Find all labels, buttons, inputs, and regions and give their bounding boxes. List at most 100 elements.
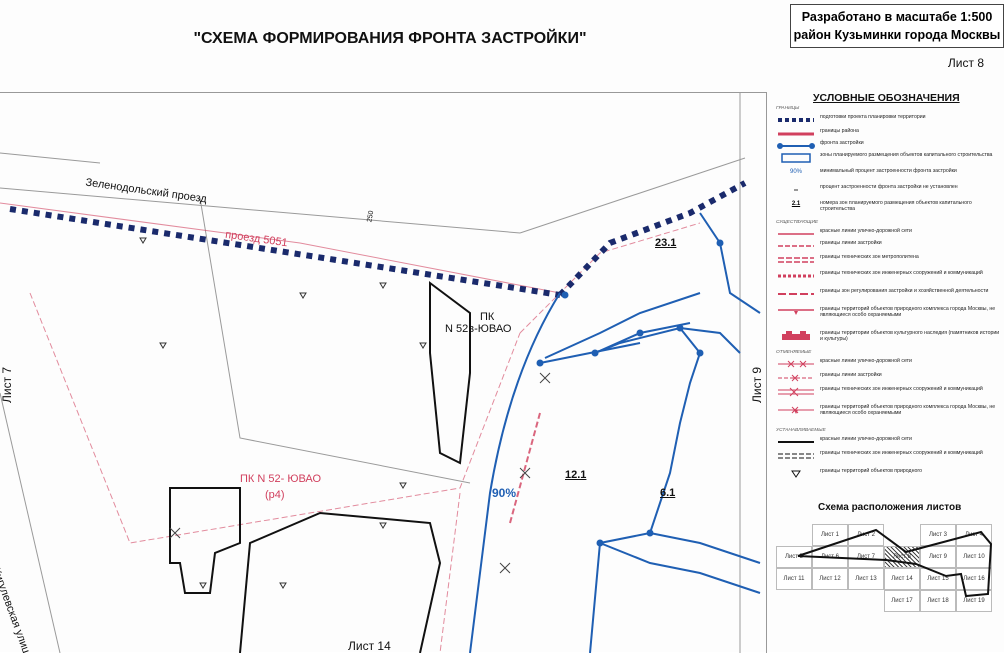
legend-section-cancel: ОТМЕНЯЕМЫЕ (776, 350, 812, 355)
schema-cell-17[interactable]: Лист 17 (884, 590, 920, 612)
legend-txt-6: процент застроенности фронта застройки н… (820, 184, 958, 190)
legend-txt-1: подготовки проекта планировки территории (820, 114, 926, 120)
pk1-label-1: ПК (480, 311, 495, 323)
legend-row-4: зоны планируемого размещения объектов ка… (772, 152, 1000, 166)
legend-txt-4: зоны планируемого размещения объектов ка… (820, 152, 993, 158)
schema-cell-16[interactable]: Лист 16 (956, 568, 992, 590)
legend-section-existing: СУЩЕСТВУЮЩИЕ (776, 220, 819, 225)
legend-sym-5: 90% (789, 169, 802, 175)
legend-sym-17 (778, 387, 814, 397)
legend-txt-12: границы зон регулирования застройки и хо… (820, 288, 989, 294)
x-marks (169, 372, 551, 574)
legend-sym-10 (778, 257, 814, 263)
scale-box: Разработано в масштабе 1:500 район Кузьм… (790, 4, 1004, 48)
legend-title: УСЛОВНЫЕ ОБОЗНАЧЕНИЯ (813, 92, 960, 104)
schema-cell-9[interactable]: Лист 9 (920, 546, 956, 568)
page-title: "СХЕМА ФОРМИРОВАНИЯ ФРОНТА ЗАСТРОЙКИ" (193, 30, 587, 47)
legend-row-7: 2.1 номера зон планируемого размещения о… (772, 200, 1000, 214)
legend-row-16: границы линии застройки (772, 372, 1000, 384)
scale-line-2: район Кузьминки города Москвы (793, 28, 1001, 42)
legend-txt-20: границы технических зон инженерных соору… (820, 450, 983, 456)
legend-txt-11: границы технических зон инженерных соору… (820, 270, 983, 276)
legend-txt-16: границы линии застройки (820, 372, 882, 378)
front-lines (469, 212, 761, 653)
planning-boundary (9, 180, 747, 298)
legend-panel: УСЛОВНЫЕ ОБОЗНАЧЕНИЯ ГРАНИЦЫ подготовки … (768, 92, 1004, 652)
legend-row-8: красные линии улично-дорожной сети (772, 228, 1000, 240)
lot-12-1: 12.1 (565, 469, 587, 481)
legend-row-14: границы территории объектов культурного … (772, 330, 1000, 346)
legend-row-11: границы технических зон инженерных соору… (772, 270, 1000, 284)
schema-cell-13[interactable]: Лист 13 (848, 568, 884, 590)
map-canvas (0, 93, 761, 653)
legend-txt-21: границы территорий объектов природного (820, 468, 922, 474)
legend-sym-16 (778, 374, 814, 382)
legend-row-2: границы района (772, 128, 1000, 140)
sheet-right-label: Лист 9 (750, 366, 764, 403)
schema-title: Схема расположения листов (818, 502, 962, 513)
map-area[interactable]: Зеленодольский проезд проезд 5051 ПК N 5… (0, 92, 767, 653)
legend-row-18: границы территорий объектов природного к… (772, 404, 1000, 424)
legend-txt-17: границы технических зон инженерных соору… (820, 386, 983, 392)
legend-row-13: границы территорий объектов природного к… (772, 306, 1000, 326)
lot-23-1: 23.1 (655, 237, 677, 249)
legend-sym-14 (782, 331, 810, 340)
schema-cell-18[interactable]: Лист 18 (920, 590, 956, 612)
legend-row-12: границы зон регулирования застройки и хо… (772, 288, 1000, 302)
lot-6-1: 6.1 (660, 487, 676, 499)
legend-sym-11 (778, 274, 814, 278)
sheet-left-label: Лист 7 (0, 366, 14, 403)
legend-sym-20 (778, 453, 814, 459)
legend-sym-8 (778, 233, 814, 235)
legend-row-5: 90% минимальный процент застроенности фр… (772, 168, 1000, 182)
legend-sym-7: 2.1 (791, 201, 801, 207)
schema-cell-14[interactable]: Лист 14 (884, 568, 920, 590)
front-points (536, 239, 724, 547)
schema-cell-15[interactable]: Лист 15 (920, 568, 956, 590)
legend-section-top: ГРАНИЦЫ (776, 106, 800, 111)
legend-row-15: красные линии улично-дорожной сети (772, 358, 1000, 370)
schema-cell-4[interactable]: Лист 4 (956, 524, 992, 546)
pk2-label-2: (р4) (265, 489, 285, 501)
legend-row-17: границы технических зон инженерных соору… (772, 386, 1000, 400)
legend-sym-6 (794, 189, 798, 191)
sheet-number: Лист 8 (947, 56, 984, 70)
legend-row-10: границы технических зон метрополитена (772, 254, 1000, 266)
legend-sym-12 (778, 293, 814, 295)
legend-txt-14: границы территории объектов культурного … (820, 330, 1000, 342)
schema-cell-12[interactable]: Лист 12 (812, 568, 848, 590)
legend-sym-1 (778, 118, 814, 122)
legend-txt-13: границы территорий объектов природного к… (820, 306, 996, 318)
legend-txt-19: красные линии улично-дорожной сети (820, 436, 912, 442)
red-boundaries (0, 202, 701, 653)
legend-row-6: процент застроенности фронта застройки н… (772, 184, 1000, 198)
sheet-layout-schema: Лист 1 Лист 2 Лист 3 Лист 4 Лист 5 Лист … (776, 524, 1004, 652)
parcel-lines (0, 93, 746, 653)
percent-label: 90% (492, 486, 517, 500)
legend-txt-3: фронта застройки (820, 140, 864, 146)
legend-row-3: фронта застройки (772, 140, 1000, 152)
legend-row-1: подготовки проекта планировки территории (772, 114, 1000, 126)
schema-cell-11[interactable]: Лист 11 (776, 568, 812, 590)
triangle-marks (139, 237, 427, 589)
legend-txt-10: границы технических зон метрополитена (820, 254, 919, 260)
legend-sym-19 (778, 441, 814, 443)
legend-sym-15 (778, 360, 814, 368)
legend-sym-9 (778, 245, 814, 247)
legend-txt-8: красные линии улично-дорожной сети (820, 228, 912, 234)
legend-row-19: красные линии улично-дорожной сети (772, 436, 1000, 448)
legend-section-new: УСТАНАВЛИВАЕМЫЕ (776, 428, 826, 433)
schema-cell-7[interactable]: Лист 7 (848, 546, 884, 568)
schema-cell-10[interactable]: Лист 10 (956, 546, 992, 568)
legend-txt-18: границы территорий объектов природного к… (820, 404, 996, 416)
pk1-label-2: N 52в-ЮВАО (445, 323, 512, 335)
scale-line-1: Разработано в масштабе 1:500 (801, 10, 993, 24)
legend-row-20: границы технических зон инженерных соору… (772, 450, 1000, 464)
schema-outline (797, 528, 993, 598)
sheet-bottom-label: Лист 14 (348, 639, 391, 653)
legend-txt-2: границы района (820, 128, 859, 134)
legend-sym-13 (778, 309, 814, 315)
legend-sym-3 (777, 143, 815, 149)
building-lines (169, 281, 471, 653)
